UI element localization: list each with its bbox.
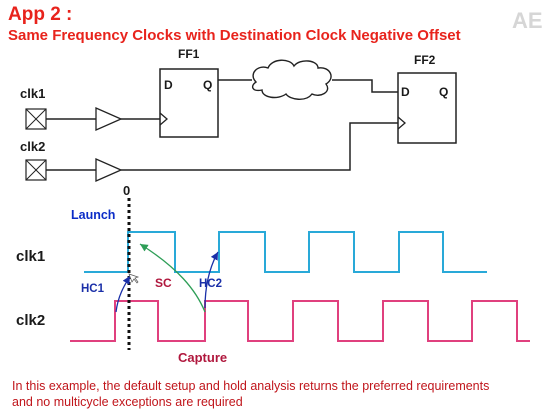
sc-arrow	[139, 243, 206, 313]
logo-text: AE	[512, 8, 543, 33]
time-zero-label: 0	[123, 183, 130, 198]
clk2-buffer-icon	[95, 158, 123, 182]
ff1-q-pin: Q	[203, 78, 212, 92]
capture-label: Capture	[178, 350, 227, 365]
clk2-port-icon	[25, 159, 47, 181]
clk1-buffer-icon	[95, 107, 123, 131]
slide-subtitle: Same Frequency Clocks with Destination C…	[8, 27, 461, 44]
clk2-wave-label: clk2	[16, 312, 45, 329]
launch-label: Launch	[71, 208, 115, 222]
clk1-wave-label: clk1	[16, 248, 45, 265]
ff2-box	[397, 72, 457, 144]
ff2-label: FF2	[414, 53, 436, 67]
ff2-q-pin: Q	[439, 85, 448, 99]
clk1-waveform	[84, 231, 487, 273]
footer-note-line2: and no multicycle exceptions are require…	[12, 395, 243, 409]
hc1-label: HC1	[81, 283, 105, 295]
logic-cloud-icon	[251, 59, 332, 100]
logo: AE	[512, 8, 543, 33]
clk1-port-label: clk1	[20, 86, 45, 101]
cloud-to-ff2-wire	[332, 79, 398, 93]
clk2-port-label: clk2	[20, 139, 45, 154]
hc1-arrow	[115, 275, 131, 313]
pointer-icon	[128, 273, 140, 284]
ff1-box	[159, 68, 219, 138]
clk2-wire-b	[121, 122, 398, 171]
sc-label: SC	[155, 276, 172, 290]
hc2-label: HC2	[199, 278, 222, 290]
footer-note-line1: In this example, the default setup and h…	[12, 379, 489, 393]
clk1-port-icon	[25, 108, 47, 130]
clk2-waveform	[70, 300, 530, 342]
slide-title: App 2 :	[8, 4, 72, 25]
hc2-arrow	[204, 251, 219, 309]
ff2-d-pin: D	[401, 85, 410, 99]
ff1-d-pin: D	[164, 78, 173, 92]
ff1-label: FF1	[178, 47, 200, 61]
